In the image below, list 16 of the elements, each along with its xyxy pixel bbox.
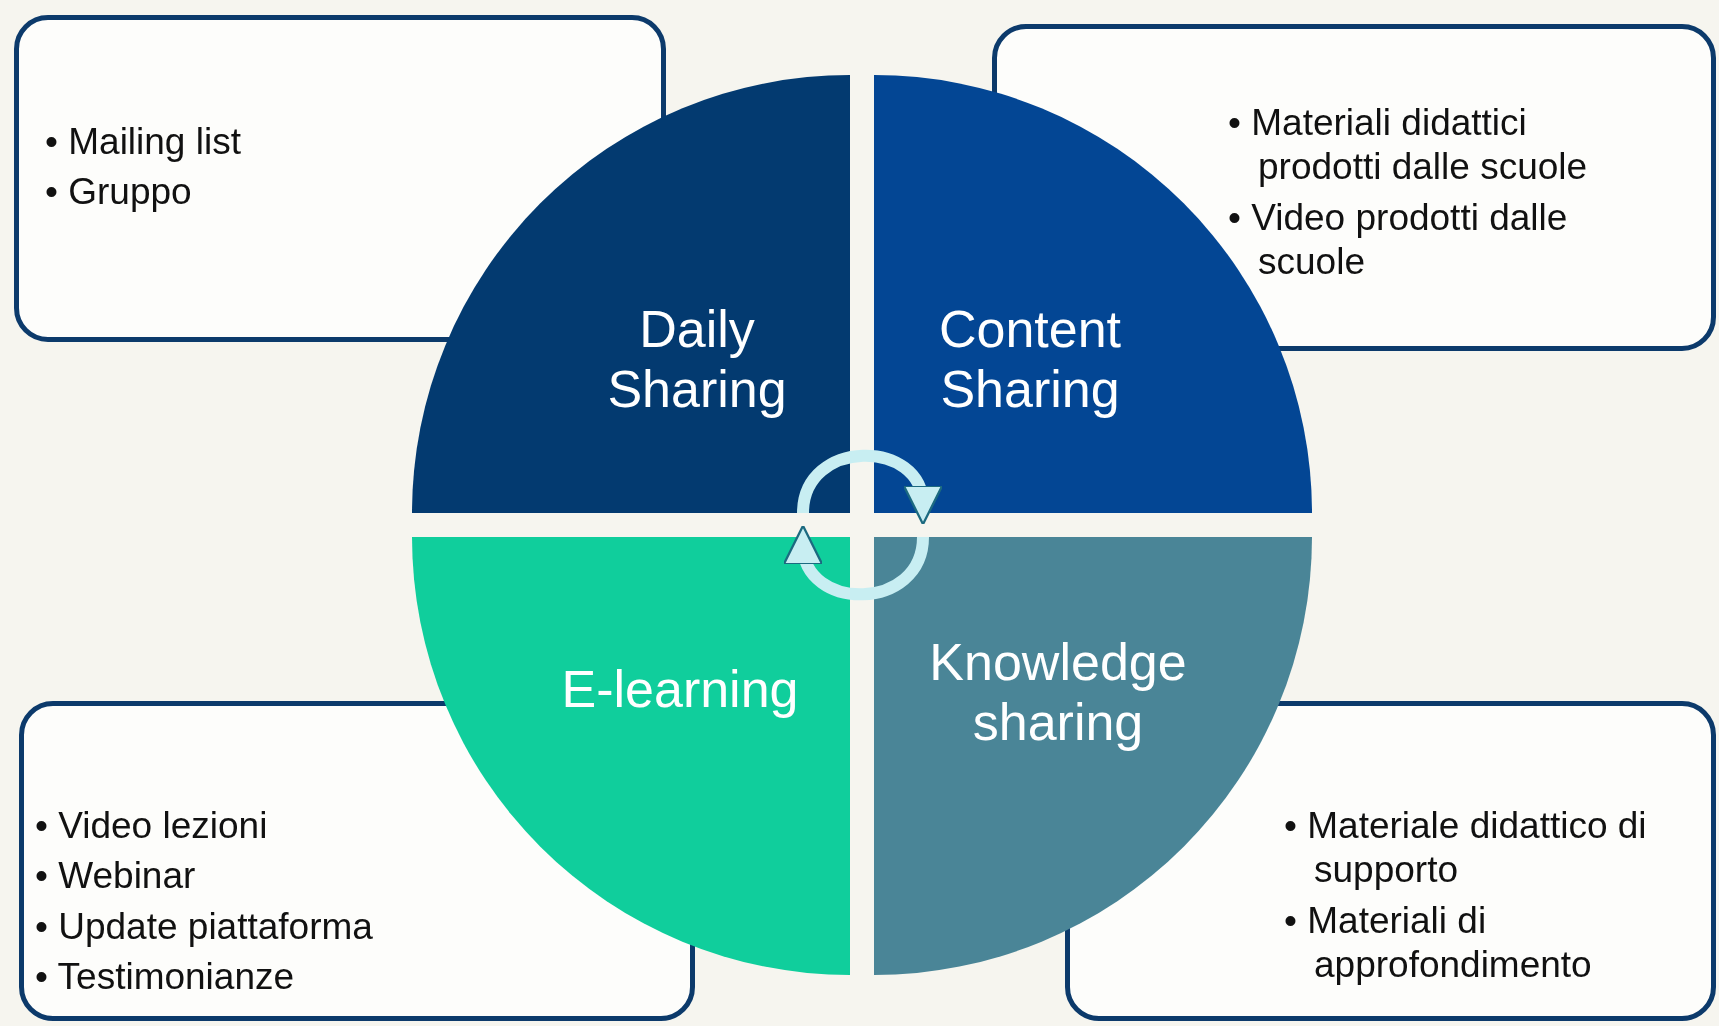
bullet-item: • Update piattaforma — [35, 904, 374, 949]
bullet-item: • Testimonianze — [35, 955, 296, 1000]
bullet-item: • Webinar — [35, 854, 197, 899]
curved-arrow — [797, 449, 941, 526]
bullet-item: • Materiale didattico di supporto — [1284, 804, 1648, 893]
quadrant-title: Content Sharing — [938, 300, 1122, 420]
quadrant-title: E-learning — [561, 660, 799, 720]
bullet-item: • Mailing list — [45, 120, 242, 164]
bullet-item: • Video lezioni — [35, 804, 269, 848]
bullet-item: • Materiali di approfondimento — [1284, 898, 1593, 988]
bullet-item: • Materiali didattici prodotti dalle scuole — [1228, 101, 1589, 190]
quadrant-title: Knowledge sharing — [929, 633, 1187, 753]
bullet-item: • Video prodotti dalle scuole — [1228, 195, 1569, 285]
curved-arrow — [785, 524, 929, 601]
quadrant-title: Daily Sharing — [607, 300, 787, 420]
bullet-item: • Gruppo — [45, 170, 193, 215]
